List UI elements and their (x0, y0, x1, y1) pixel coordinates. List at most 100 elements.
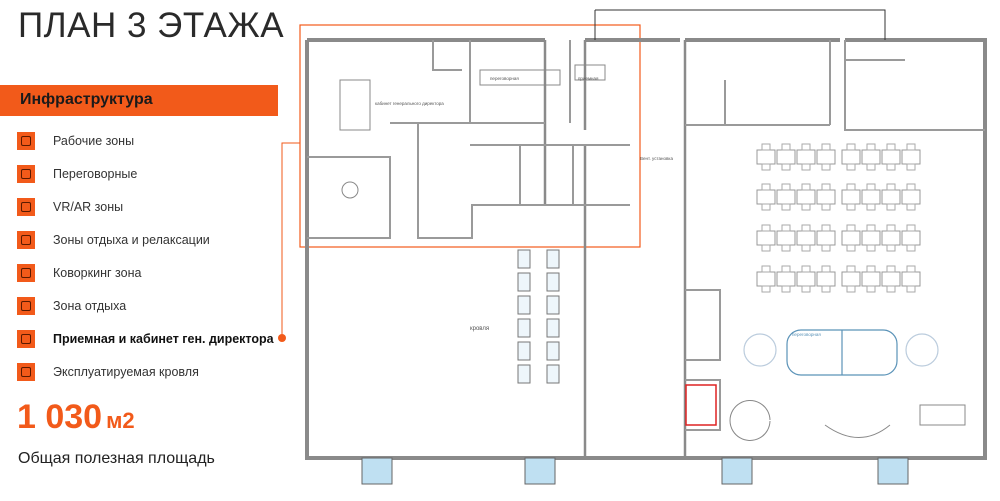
desk (756, 271, 776, 287)
office-chair-icon (17, 132, 35, 150)
legend-item-rest-zone[interactable]: Зона отдыха (17, 296, 126, 316)
chair (801, 143, 811, 151)
highlight-frame (299, 24, 641, 248)
chair (866, 244, 876, 252)
desk (776, 149, 796, 165)
legend-label: Переговорные (53, 167, 138, 181)
section-header: Инфраструктура (0, 85, 278, 116)
skylight (517, 295, 531, 315)
chair (801, 224, 811, 232)
chair (761, 265, 771, 273)
chair (906, 285, 916, 293)
chair (846, 143, 856, 151)
chair (821, 265, 831, 273)
section-title: Инфраструктура (20, 91, 153, 108)
legend-item-relax[interactable]: Зоны отдыха и релаксации (17, 230, 210, 250)
desk (796, 230, 816, 246)
chair (761, 224, 771, 232)
legend-label: Коворкинг зона (53, 266, 142, 280)
chair (761, 183, 771, 191)
chair (821, 143, 831, 151)
desk (901, 230, 921, 246)
chair (886, 224, 896, 232)
legend-item-roof[interactable]: Эксплуатируемая кровля (17, 362, 199, 382)
area-caption: Общая полезная площадь (18, 450, 215, 467)
legend-item-reception[interactable]: Приемная и кабинет ген. директора (17, 329, 274, 349)
legend-item-coworking[interactable]: Коворкинг зона (17, 263, 141, 283)
desk (816, 230, 836, 246)
label-roof: кровля (470, 326, 489, 332)
furniture (339, 64, 966, 441)
chair (866, 203, 876, 211)
desk (816, 149, 836, 165)
chair (781, 163, 791, 171)
chair (846, 183, 856, 191)
interior-walls (307, 40, 985, 431)
skylight (517, 341, 531, 361)
chair (781, 265, 791, 273)
skylight (546, 318, 560, 338)
chair (886, 143, 896, 151)
chair (761, 244, 771, 252)
legend-label: Зона отдыха (53, 299, 127, 313)
skylight (546, 295, 560, 315)
desk (881, 271, 901, 287)
chair (906, 143, 916, 151)
desk (861, 189, 881, 205)
desk (756, 189, 776, 205)
desk (776, 271, 796, 287)
chair (821, 285, 831, 293)
desk (776, 230, 796, 246)
chair (801, 163, 811, 171)
chair (846, 203, 856, 211)
skylight (517, 364, 531, 384)
chair (761, 163, 771, 171)
meeting-table-icon (17, 165, 35, 183)
label-director-office: кабинет генерального директора (375, 101, 444, 106)
desk (816, 189, 836, 205)
label-meeting-pod: переговорная (792, 332, 821, 337)
bottom-windows (361, 457, 909, 485)
chair (801, 265, 811, 273)
desk (841, 189, 861, 205)
chair (781, 224, 791, 232)
chair (886, 244, 896, 252)
skylight (546, 341, 560, 361)
legend-label: VR/AR зоны (53, 200, 124, 214)
chair (846, 224, 856, 232)
tools-icon (17, 363, 35, 381)
desk (756, 230, 776, 246)
desk (756, 149, 776, 165)
chair (846, 265, 856, 273)
legend-item-vr-ar[interactable]: VR/AR зоны (17, 197, 123, 217)
chair (906, 163, 916, 171)
legend-item-meeting-rooms[interactable]: Переговорные (17, 164, 137, 184)
chair (821, 224, 831, 232)
chair (821, 183, 831, 191)
chair (821, 203, 831, 211)
chair (781, 244, 791, 252)
skylight (546, 249, 560, 269)
page-title: ПЛАН 3 ЭТАЖА (18, 6, 285, 45)
chair (821, 244, 831, 252)
chair (866, 224, 876, 232)
chair (801, 203, 811, 211)
callout-line (281, 142, 300, 338)
area-number: 1 030 (17, 398, 103, 436)
desk (776, 189, 796, 205)
chair (866, 143, 876, 151)
desk (881, 189, 901, 205)
legend-label: Эксплуатируемая кровля (53, 365, 199, 379)
desk (861, 149, 881, 165)
desk (841, 230, 861, 246)
legend-item-work-zones[interactable]: Рабочие зоны (17, 131, 134, 151)
vr-icon (17, 198, 35, 216)
desk (816, 271, 836, 287)
coworking-icon (17, 264, 35, 282)
roof-skylights (517, 249, 560, 384)
skylight (517, 318, 531, 338)
meeting-pods (743, 329, 939, 376)
legend-label: Приемная и кабинет ген. директора (53, 332, 274, 346)
desk (841, 149, 861, 165)
